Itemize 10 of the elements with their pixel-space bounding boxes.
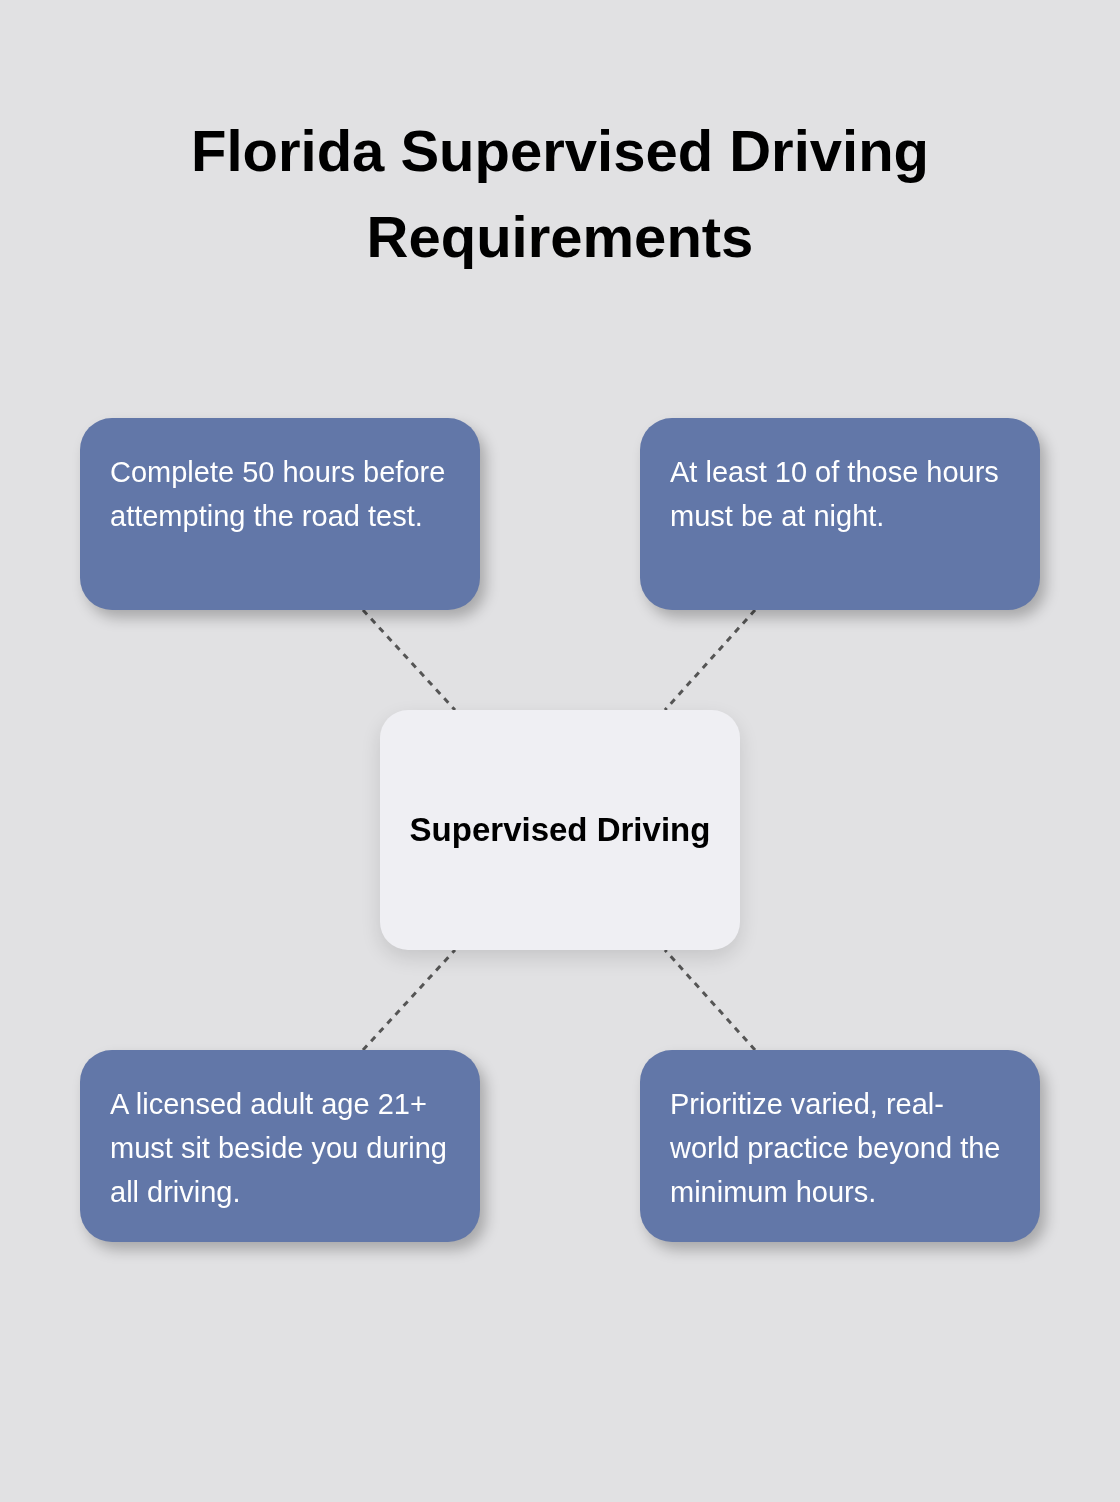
requirement-box: Complete 50 hours before attempting the road test. bbox=[80, 418, 480, 610]
title: Florida Supervised Driving Requirements bbox=[189, 117, 931, 271]
dashed-connector bbox=[663, 609, 757, 711]
dashed-connector bbox=[361, 949, 457, 1051]
dashed-connector bbox=[361, 609, 457, 711]
central-topic-box: Supervised Driving bbox=[380, 710, 740, 950]
requirement-box: Prioritize varied, real-world practice beyond the minimum hours. bbox=[640, 1050, 1040, 1242]
requirement-box: At least 10 of those hours must be at night. bbox=[640, 418, 1040, 610]
dashed-connector bbox=[663, 949, 757, 1051]
requirement-box: A licensed adult age 21+ must sit beside you during all driving. bbox=[80, 1050, 480, 1242]
